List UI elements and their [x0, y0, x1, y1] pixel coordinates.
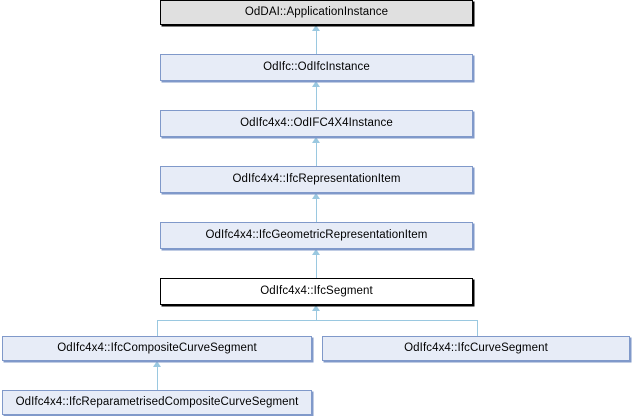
edge-line-branch-stem — [316, 305, 317, 321]
edge-arrow-n2-n1 — [312, 81, 320, 87]
class-node-label: OdIfc4x4::IfcCompositeCurveSegment — [57, 341, 257, 354]
class-node-label: OdIfc4x4::IfcSegment — [260, 284, 373, 297]
edge-arrow-branch-to-n5 — [312, 305, 320, 311]
edge-line-n5-n4 — [316, 249, 317, 278]
class-node-ifcsegment[interactable]: OdIfc4x4::IfcSegment — [160, 278, 473, 305]
edge-arrow-n4-n3 — [312, 193, 320, 199]
edge-line-n8-n6 — [157, 361, 158, 390]
class-node-label: OdIfc4x4::IfcRepresentationItem — [232, 172, 401, 185]
edge-line-n2-n1 — [316, 81, 317, 110]
class-node-label: OdIfc4x4::IfcGeometricRepresentationItem — [205, 228, 428, 241]
class-node-label: OdIfc4x4::IfcReparametrisedCompositeCurv… — [15, 395, 299, 408]
edge-line-n4-n3 — [316, 193, 317, 222]
class-node-label: OdIfc::OdIfcInstance — [263, 60, 370, 73]
edge-arrow-n3-n2 — [312, 137, 320, 143]
class-node-ifccurvesegment[interactable]: OdIfc4x4::IfcCurveSegment — [322, 336, 630, 361]
class-node-ifcgeometricrepresentationitem[interactable]: OdIfc4x4::IfcGeometricRepresentationItem — [160, 222, 473, 249]
edge-arrow-n1-n0 — [312, 25, 320, 31]
edge-arrow-n5-n4 — [312, 249, 320, 255]
class-node-ifccompositecurvesegment[interactable]: OdIfc4x4::IfcCompositeCurveSegment — [2, 336, 312, 361]
class-node-ifcreparametrisedcompositecurvesegment[interactable]: OdIfc4x4::IfcReparametrisedCompositeCurv… — [2, 390, 312, 415]
class-node-ifcrepresentationitem[interactable]: OdIfc4x4::IfcRepresentationItem — [160, 166, 473, 193]
class-node-application-instance[interactable]: OdDAI::ApplicationInstance — [160, 0, 473, 25]
class-node-odifc4x4instance[interactable]: OdIfc4x4::OdIFC4X4Instance — [160, 110, 473, 137]
class-node-label: OdIfc4x4::IfcCurveSegment — [404, 341, 548, 354]
edge-line-n3-n2 — [316, 137, 317, 166]
edge-line-branch-n7 — [477, 320, 478, 337]
class-node-odifcinstance[interactable]: OdIfc::OdIfcInstance — [160, 54, 473, 81]
edge-arrow-n8-n6 — [153, 361, 161, 367]
edge-line-branch-bar — [157, 320, 477, 321]
class-node-label: OdDAI::ApplicationInstance — [244, 5, 389, 18]
class-node-label: OdIfc4x4::OdIFC4X4Instance — [240, 116, 393, 129]
edge-line-n1-n0 — [316, 25, 317, 54]
edge-line-branch-n6 — [157, 320, 158, 337]
